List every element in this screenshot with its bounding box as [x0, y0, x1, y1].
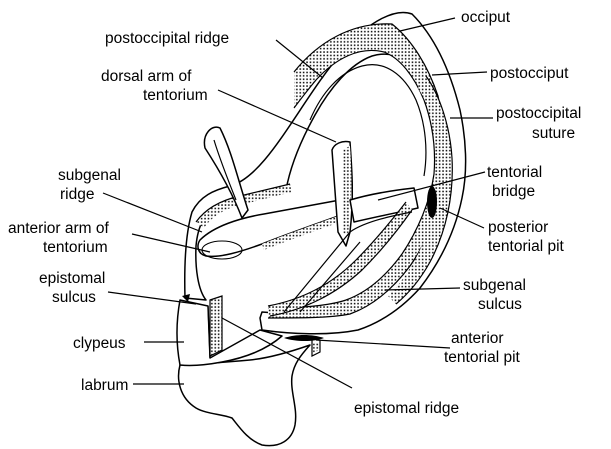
label-epistomal-sulcus-line2: sulcus: [52, 289, 96, 306]
label-clypeus: clypeus: [73, 335, 126, 352]
label-postoccipital-suture-line1: postoccipital: [496, 105, 581, 122]
label-subgenal-ridge-line1: subgenal: [58, 167, 121, 184]
epistomal-ridge-shape: [210, 296, 222, 356]
label-postocciput: postocciput: [490, 65, 569, 82]
label-dorsal-arm-line2: tentorium: [143, 87, 208, 104]
label-occiput: occiput: [461, 9, 511, 26]
label-dorsal-arm-line1: dorsal arm of: [101, 68, 192, 85]
label-anterior-pit-line2: tentorial pit: [444, 349, 521, 366]
label-anterior-arm-line1: anterior arm of: [8, 220, 109, 237]
label-tentorial-bridge-line1: tentorial: [487, 164, 542, 181]
clypeus-shape: [177, 300, 282, 365]
posterior-tentorial-pit: [427, 186, 437, 218]
head-illustration: [177, 13, 466, 446]
label-subgenal-sulcus-line1: subgenal: [463, 277, 526, 294]
label-epistomal-sulcus-line1: epistomal: [39, 270, 105, 287]
label-labrum: labrum: [81, 377, 128, 394]
label-anterior-pit-line1: anterior: [451, 330, 504, 347]
label-subgenal-sulcus-line2: sulcus: [478, 296, 522, 313]
label-anterior-arm-line2: tentorium: [43, 239, 108, 256]
label-epistomal-ridge: epistomal ridge: [354, 400, 459, 417]
label-postoccipital-ridge: postoccipital ridge: [105, 30, 229, 47]
label-posterior-pit-line1: posterior: [488, 219, 548, 236]
label-posterior-pit-line2: tentorial pit: [488, 238, 565, 255]
label-subgenal-ridge-line2: ridge: [60, 186, 94, 203]
label-tentorial-bridge-line2: bridge: [492, 183, 535, 200]
label-postoccipital-suture-line2: suture: [532, 125, 575, 142]
